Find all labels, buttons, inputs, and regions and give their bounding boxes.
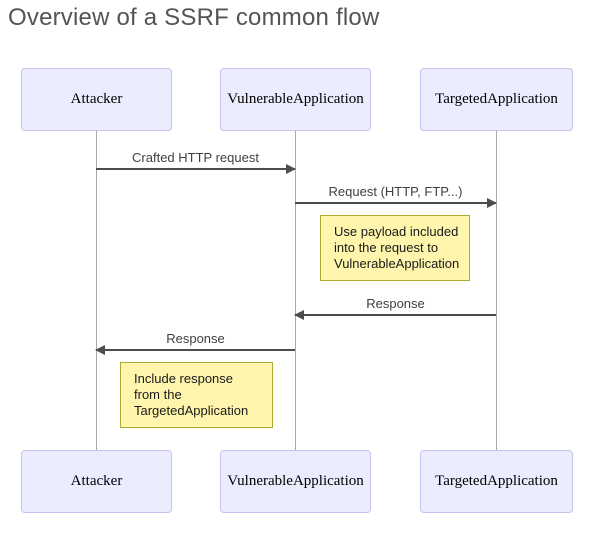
- arrowhead-left-icon: [95, 345, 105, 355]
- message-request-http-ftp: Request (HTTP, FTP...): [295, 184, 497, 208]
- message-arrow-line: [96, 168, 295, 170]
- actor-top-attacker: Attacker: [21, 68, 172, 131]
- message-arrow-line: [295, 202, 496, 204]
- actor-label: VulnerableApplication: [227, 473, 364, 489]
- note-include-response: Include response from the TargetedApplic…: [120, 362, 273, 428]
- actor-label: Attacker: [70, 91, 123, 107]
- arrowhead-left-icon: [294, 310, 304, 320]
- message-label: Request (HTTP, FTP...): [328, 184, 463, 199]
- page-title: Overview of a SSRF common flow: [8, 4, 380, 31]
- lifeline-vulnerable-application: [295, 131, 296, 450]
- arrowhead-right-icon: [487, 198, 497, 208]
- actor-bottom-attacker: Attacker: [21, 450, 172, 513]
- actor-label: VulnerableApplication: [227, 91, 364, 107]
- actor-top-vulnerable-application: VulnerableApplication: [220, 68, 371, 131]
- message-label: Response: [166, 331, 225, 346]
- message-arrow-line: [96, 349, 295, 351]
- message-response-to-attacker: Response: [95, 331, 295, 355]
- actor-label: TargetedApplication: [435, 91, 558, 107]
- actor-label: Attacker: [70, 473, 123, 489]
- lifeline-targeted-application: [496, 131, 497, 450]
- message-label: Response: [366, 296, 425, 311]
- message-response-from-target: Response: [294, 296, 496, 320]
- lifeline-attacker: [96, 131, 97, 450]
- message-arrow-line: [295, 314, 496, 316]
- actor-bottom-targeted-application: TargetedApplication: [420, 450, 573, 513]
- actor-label: TargetedApplication: [435, 473, 558, 489]
- message-label: Crafted HTTP request: [132, 150, 259, 165]
- message-crafted-http-request: Crafted HTTP request: [96, 150, 296, 174]
- actor-bottom-vulnerable-application: VulnerableApplication: [220, 450, 371, 513]
- arrowhead-right-icon: [286, 164, 296, 174]
- actor-top-targeted-application: TargetedApplication: [420, 68, 573, 131]
- note-use-payload: Use payload included into the request to…: [320, 215, 470, 281]
